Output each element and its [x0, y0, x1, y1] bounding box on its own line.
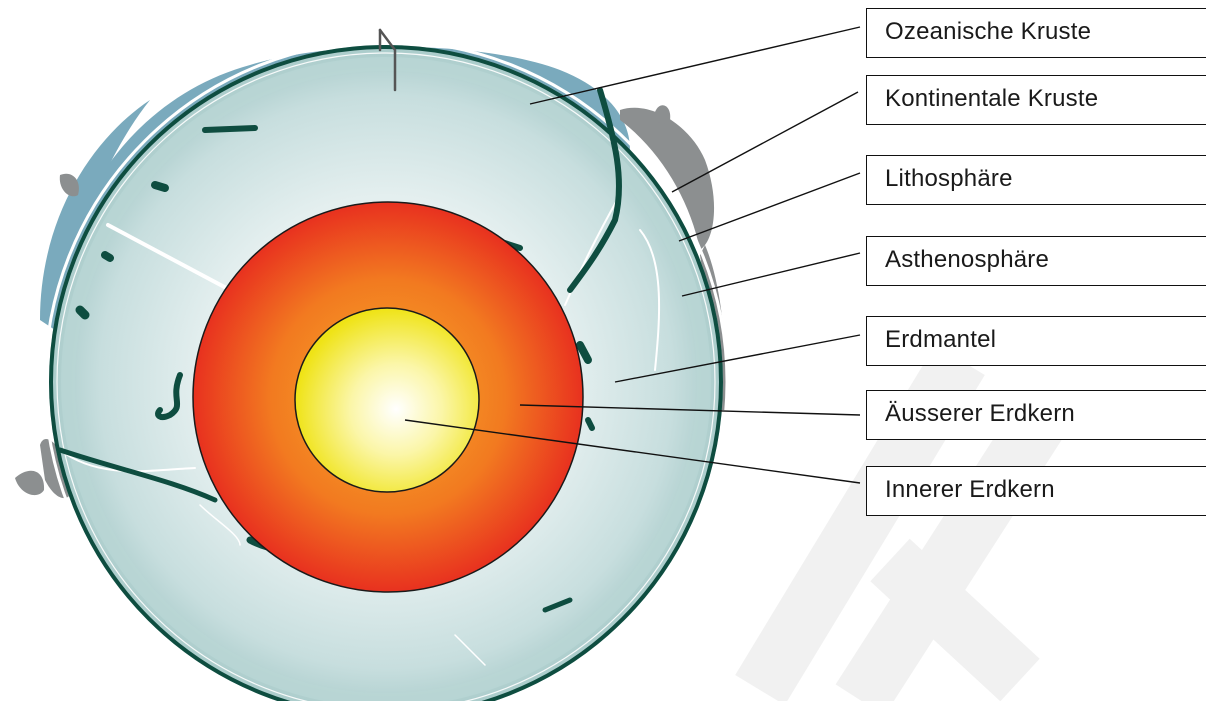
leader-line-ozeanische-kruste: [530, 27, 860, 104]
label-ozeanische-kruste: Ozeanische Kruste: [866, 8, 1206, 58]
label-text-innerer-erdkern: Innerer Erdkern: [885, 476, 1055, 504]
label-kontinentale-kruste: Kontinentale Kruste: [866, 75, 1206, 125]
label-text-asthenosphaere: Asthenosphäre: [885, 246, 1049, 274]
label-asthenosphaere: Asthenosphäre: [866, 236, 1206, 286]
label-erdmantel: Erdmantel: [866, 316, 1206, 366]
label-text-erdmantel: Erdmantel: [885, 326, 996, 354]
label-text-kontinentale-kruste: Kontinentale Kruste: [885, 85, 1098, 113]
label-text-aeusserer-erdkern: Äusserer Erdkern: [885, 400, 1075, 428]
label-text-ozeanische-kruste: Ozeanische Kruste: [885, 18, 1091, 46]
inner-core: [295, 308, 479, 492]
label-lithosphaere: Lithosphäre: [866, 155, 1206, 205]
label-innerer-erdkern: Innerer Erdkern: [866, 466, 1206, 516]
label-text-lithosphaere: Lithosphäre: [885, 165, 1013, 193]
leader-line-kontinentale-kruste: [672, 92, 858, 192]
label-aeusserer-erdkern: Äusserer Erdkern: [866, 390, 1206, 440]
